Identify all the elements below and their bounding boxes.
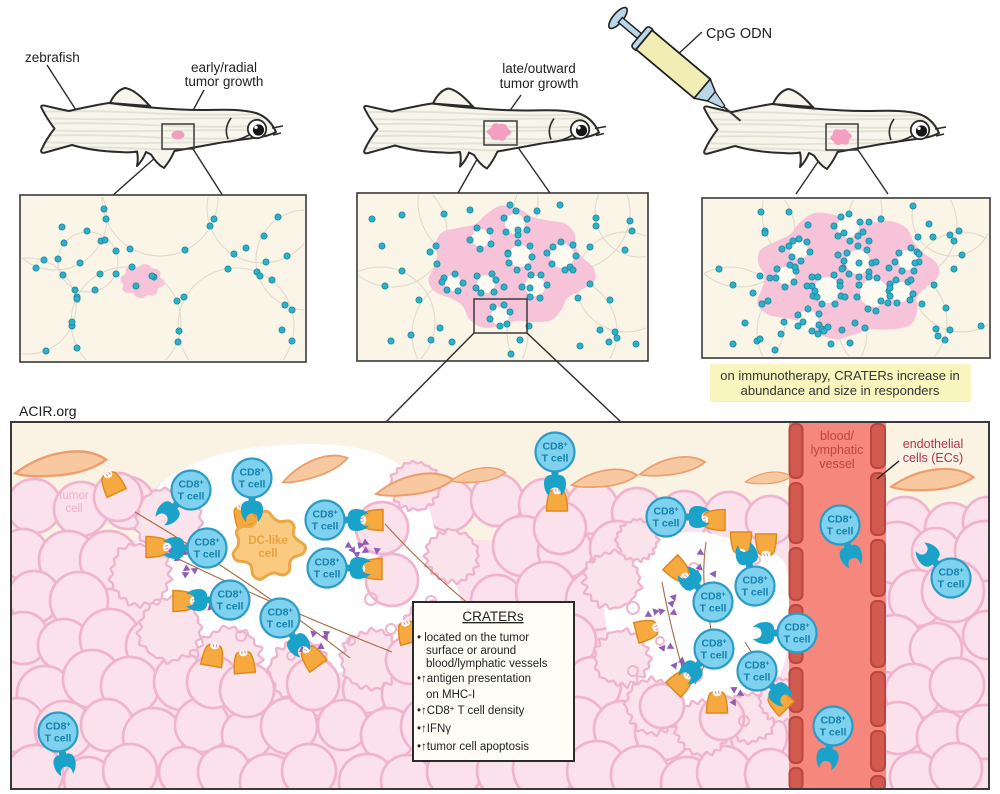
svg-text:on immunotherapy, CRATERs incr: on immunotherapy, CRATERs increase in xyxy=(720,368,959,383)
svg-text:on MHC-I: on MHC-I xyxy=(426,689,475,701)
svg-text:•↑IFNγ: •↑IFNγ xyxy=(417,723,451,735)
svg-text:abundance and size in responde: abundance and size in responders xyxy=(741,383,940,398)
svg-text:CpG ODN: CpG ODN xyxy=(706,26,772,42)
svg-text:late/outward: late/outward xyxy=(502,61,576,76)
svg-text:tumor: tumor xyxy=(59,490,89,502)
svg-text:lymphatic: lymphatic xyxy=(811,443,864,457)
svg-text:•↑tumor cell apoptosis: •↑tumor cell apoptosis xyxy=(417,741,529,753)
svg-text:•↑CD8+ T cell density: •↑CD8+ T cell density xyxy=(417,704,525,717)
svg-text:cell: cell xyxy=(258,548,277,560)
svg-text:zebrafish: zebrafish xyxy=(25,50,80,65)
svg-text:tumor growth: tumor growth xyxy=(185,74,264,89)
svg-text:endothelial: endothelial xyxy=(903,437,963,451)
svg-text:early/radial: early/radial xyxy=(191,60,257,75)
svg-text:CRATERs: CRATERs xyxy=(462,609,524,624)
svg-text:ACIR.org: ACIR.org xyxy=(19,403,77,419)
svg-text:• located on the tumor: • located on the tumor xyxy=(417,632,529,644)
svg-text:cells (ECs): cells (ECs) xyxy=(903,451,963,465)
svg-text:surface or around: surface or around xyxy=(426,645,516,657)
svg-text:DC-like: DC-like xyxy=(248,535,288,547)
svg-text:tumor growth: tumor growth xyxy=(500,76,579,91)
svg-text:blood/: blood/ xyxy=(820,429,855,443)
svg-text:blood/lymphatic vessels: blood/lymphatic vessels xyxy=(426,658,548,670)
svg-text:•↑antigen presentation: •↑antigen presentation xyxy=(417,673,531,685)
svg-text:cell: cell xyxy=(65,503,82,515)
svg-text:vessel: vessel xyxy=(819,457,854,471)
